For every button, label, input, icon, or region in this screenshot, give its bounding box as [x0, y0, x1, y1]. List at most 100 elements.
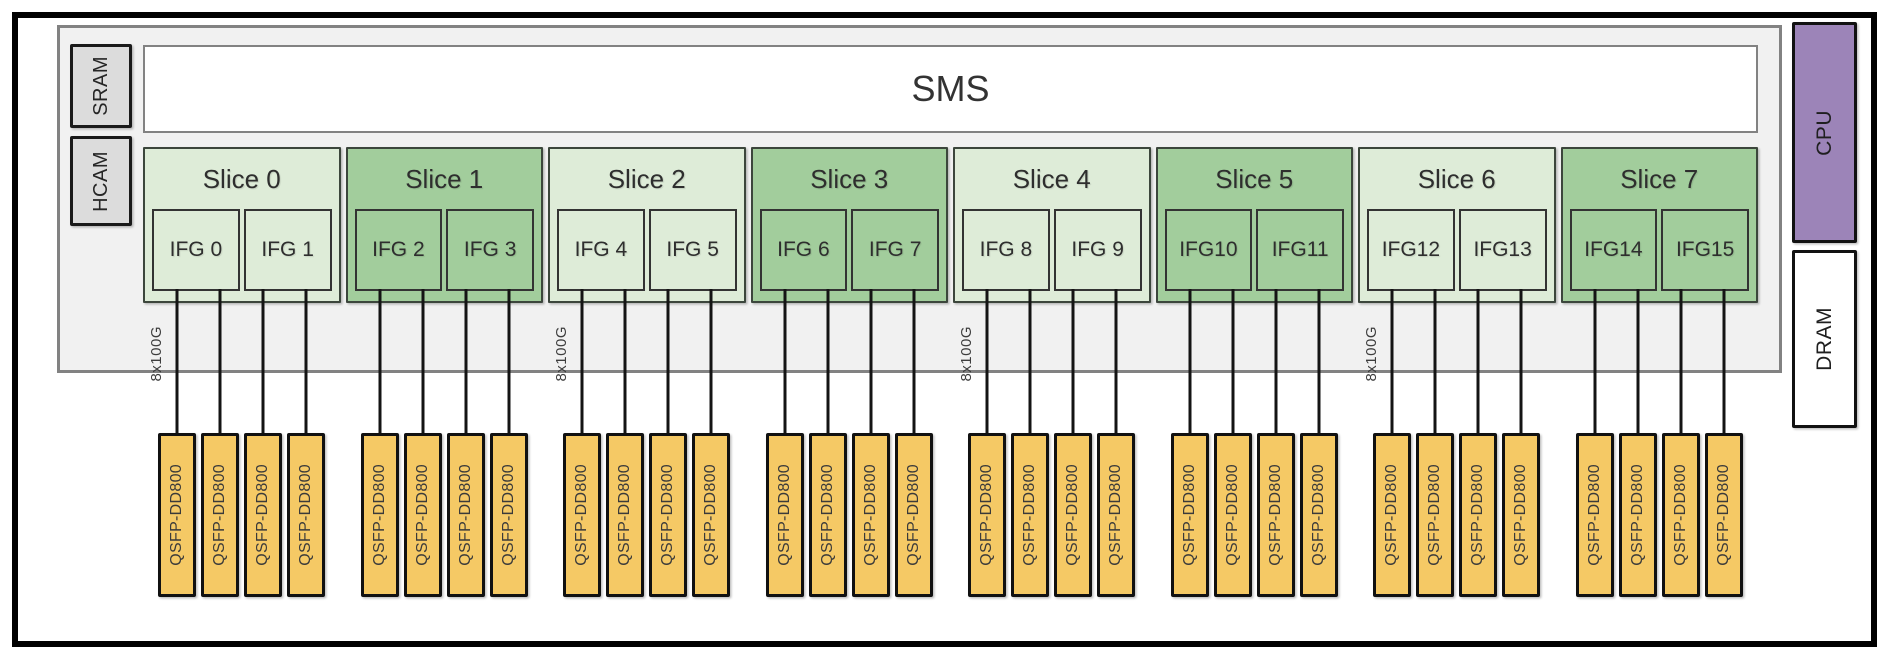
qsfp-module-label: QSFP-DD800 — [861, 464, 879, 566]
link-speed-label: 8x100G — [143, 311, 169, 397]
qsfp-module-label: QSFP-DD800 — [413, 464, 431, 566]
qsfp-module-label: QSFP-DD800 — [1309, 464, 1327, 566]
qsfp-module-label: QSFP-DD800 — [1021, 464, 1039, 566]
qsfp-module-label: QSFP-DD800 — [1107, 464, 1125, 566]
slice-title: Slice 4 — [1012, 163, 1091, 194]
ifg-box: IFG 1 — [243, 209, 332, 291]
ifg-box: IFG15 — [1661, 209, 1749, 291]
ifg-box: IFG12 — [1367, 209, 1455, 291]
qsfp-module-label: QSFP-DD800 — [1223, 464, 1241, 566]
link-speed-label: 8x100G — [1358, 311, 1384, 397]
connector-line — [1114, 289, 1118, 433]
connector-line — [1390, 289, 1394, 433]
connector-line — [985, 289, 989, 433]
connector-line — [1679, 289, 1683, 433]
connector-line — [666, 289, 670, 433]
qsfp-module: QSFP-DD800 — [1704, 433, 1743, 597]
connector-line — [912, 289, 916, 433]
ifg-box: IFG 4 — [557, 209, 645, 291]
qsfp-module-label: QSFP-DD800 — [1671, 464, 1689, 566]
connector-area: 8x100G — [1358, 289, 1556, 433]
qsfp-module-label: QSFP-DD800 — [818, 464, 836, 566]
qsfp-module: QSFP-DD800 — [851, 433, 890, 597]
qsfp-module: QSFP-DD800 — [606, 433, 645, 597]
slice-title: Slice 7 — [1620, 163, 1699, 194]
connector-line — [1519, 289, 1523, 433]
sms-block: SMS — [143, 45, 1758, 133]
qsfp-module-label: QSFP-DD800 — [297, 464, 315, 566]
link-speed-text: 8x100G — [957, 326, 975, 382]
qsfp-module: QSFP-DD800 — [1299, 433, 1338, 597]
hcam-block: HCAM — [70, 136, 132, 226]
connector-line — [175, 289, 179, 433]
link-speed-text: 8x100G — [147, 326, 165, 382]
slice-title: Slice 0 — [202, 163, 281, 194]
qsfp-group: QSFP-DD800 QSFP-DD800 QSFP-DD800 QSFP-DD800 — [548, 433, 746, 597]
slice-title: Slice 5 — [1215, 163, 1294, 194]
slice-title: Slice 6 — [1417, 163, 1496, 194]
qsfp-module: QSFP-DD800 — [765, 433, 804, 597]
qsfp-module: QSFP-DD800 — [1661, 433, 1700, 597]
qsfp-module-label: QSFP-DD800 — [978, 464, 996, 566]
slice-title: Slice 2 — [607, 163, 686, 194]
connector-line — [869, 289, 873, 433]
qsfp-module: QSFP-DD800 — [808, 433, 847, 597]
link-speed-text: 8x100G — [1362, 326, 1380, 382]
qsfp-module-label: QSFP-DD800 — [1426, 464, 1444, 566]
link-speed-label: 8x100G — [953, 311, 979, 397]
qsfp-module: QSFP-DD800 — [1011, 433, 1050, 597]
connector-line — [1274, 289, 1278, 433]
sms-label: SMS — [911, 68, 990, 109]
connector-line — [826, 289, 830, 433]
qsfp-module-label: QSFP-DD800 — [659, 464, 677, 566]
qsfp-module: QSFP-DD800 — [894, 433, 933, 597]
qsfp-module: QSFP-DD800 — [1459, 433, 1498, 597]
connector-line — [1722, 289, 1726, 433]
hcam-label: HCAM — [89, 150, 112, 212]
qsfp-module-label: QSFP-DD800 — [702, 464, 720, 566]
qsfp-module-label: QSFP-DD800 — [1383, 464, 1401, 566]
qsfp-module-label: QSFP-DD800 — [573, 464, 591, 566]
connector-area — [751, 289, 949, 433]
connector-line — [1476, 289, 1480, 433]
qsfp-module: QSFP-DD800 — [489, 433, 528, 597]
qsfp-module-label: QSFP-DD800 — [211, 464, 229, 566]
ifg-box: IFG 2 — [354, 209, 443, 291]
qsfp-module: QSFP-DD800 — [649, 433, 688, 597]
connector-line — [783, 289, 787, 433]
connector-line — [1317, 289, 1321, 433]
connector-area: 8x100G — [953, 289, 1151, 433]
connector-line — [464, 289, 468, 433]
ifg-box: IFG10 — [1164, 209, 1253, 291]
qsfp-module: QSFP-DD800 — [1618, 433, 1657, 597]
qsfp-module-label: QSFP-DD800 — [1714, 464, 1732, 566]
link-speed-text: 8x100G — [552, 326, 570, 382]
qsfp-module-label: QSFP-DD800 — [456, 464, 474, 566]
connector-area — [346, 289, 544, 433]
qsfp-module: QSFP-DD800 — [1097, 433, 1136, 597]
qsfp-module: QSFP-DD800 — [360, 433, 399, 597]
connector-line — [1636, 289, 1640, 433]
qsfp-module-label: QSFP-DD800 — [904, 464, 922, 566]
ifg-box: IFG 6 — [759, 209, 848, 291]
qsfp-module: QSFP-DD800 — [403, 433, 442, 597]
ifg-box: IFG 5 — [648, 209, 737, 291]
connector-line — [421, 289, 425, 433]
